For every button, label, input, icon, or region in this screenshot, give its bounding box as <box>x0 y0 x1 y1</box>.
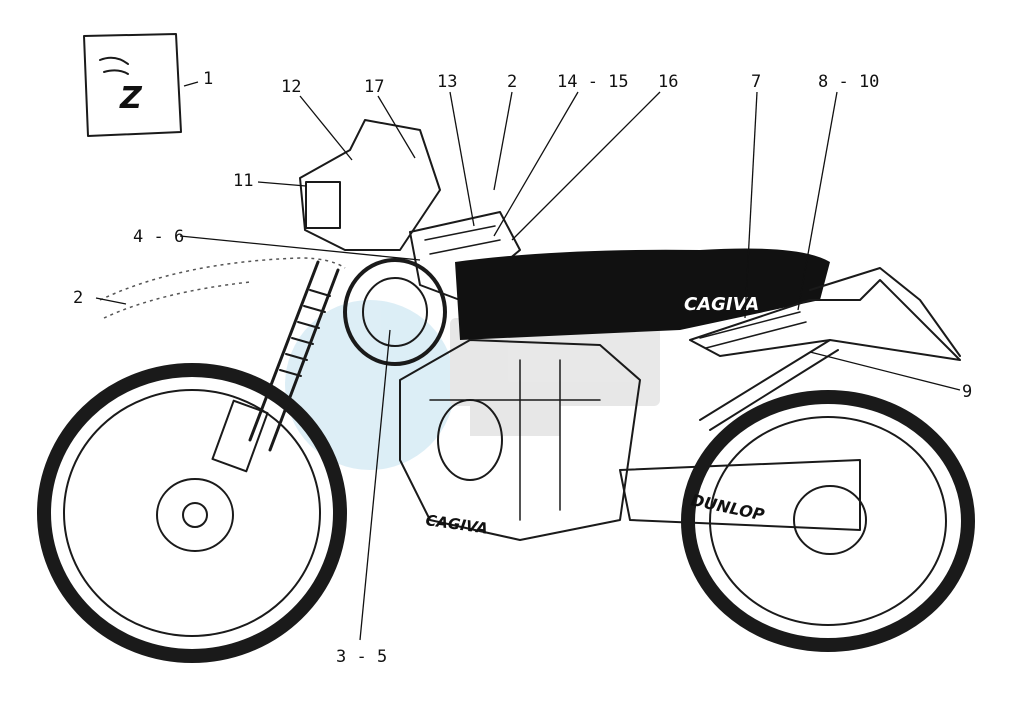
callout-3-5: 3 - 5 <box>336 647 387 667</box>
tank-decal-text: CAGIVA <box>684 294 759 315</box>
engine-decal-text: CAGIVA <box>424 511 489 538</box>
callout-12: 12 <box>281 77 301 97</box>
callout-2-fender: 2 <box>73 288 83 308</box>
callout-17: 17 <box>364 77 384 97</box>
callout-1: 1 <box>203 69 213 89</box>
side-panel <box>689 279 961 361</box>
callout-13: 13 <box>437 72 457 92</box>
watermark-logo <box>285 300 660 470</box>
swingarm: DUNLOP <box>619 459 861 531</box>
callout-9: 9 <box>962 382 972 402</box>
leader-lines <box>95 81 961 641</box>
front-fender <box>99 257 346 319</box>
decal-sheet: Z <box>83 33 182 137</box>
front-fork <box>211 260 340 473</box>
rear-wheel <box>681 390 975 652</box>
seat: CAGIVA <box>455 248 830 340</box>
headlight-fairing <box>299 119 441 251</box>
callout-2-fuel-tank: 2 <box>507 72 517 92</box>
callout-16: 16 <box>658 72 678 92</box>
tail-plate <box>809 267 961 357</box>
callouts: 1 2 2 3 - 5 4 - 6 7 8 - 10 9 11 12 13 14… <box>73 69 972 667</box>
front-wheel <box>37 363 347 663</box>
callout-4-6: 4 - 6 <box>133 227 184 247</box>
callout-7: 7 <box>751 72 761 92</box>
callout-11: 11 <box>233 171 253 191</box>
callout-14-15: 14 - 15 <box>557 72 629 92</box>
swingarm-decal-text: DUNLOP <box>689 490 766 524</box>
rear-shock <box>699 339 839 431</box>
decal-sheet-mark: Z <box>119 81 143 116</box>
side-cover-decal <box>343 258 447 366</box>
callout-8-10: 8 - 10 <box>818 72 879 92</box>
